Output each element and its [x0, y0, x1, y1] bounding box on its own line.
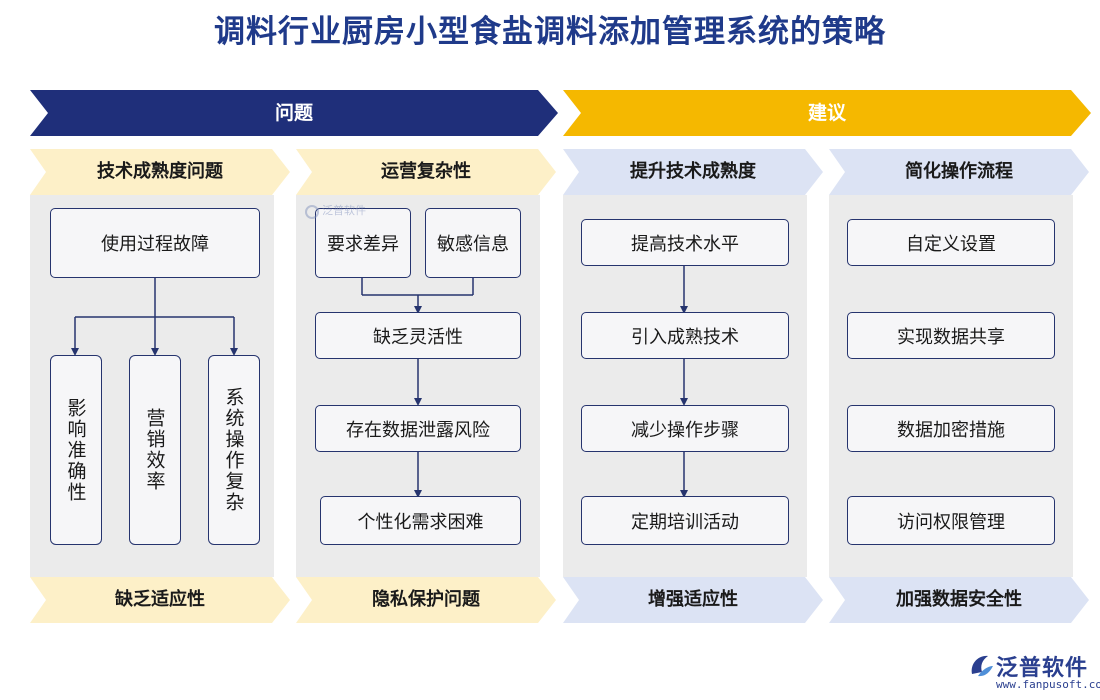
logo-name: 泛普软件 — [996, 656, 1089, 681]
column-footer-4: 加强数据安全性 — [829, 577, 1089, 623]
column-header-3-label: 提升技术成熟度 — [630, 161, 756, 182]
column-footer-2: 隐私保护问题 — [296, 577, 556, 623]
column-header-4: 简化操作流程 — [829, 149, 1089, 195]
watermark-name: 泛普软件 — [322, 204, 366, 217]
box-mature-tech: 引入成熟技术 — [581, 312, 789, 359]
column-header-1-label: 技术成熟度问题 — [97, 161, 223, 182]
box-marketing-efficiency-label: 营销效率 — [143, 408, 166, 492]
box-accuracy: 影响准确性 — [50, 355, 102, 545]
column-footer-3: 增强适应性 — [563, 577, 823, 623]
box-accuracy-label: 影响准确性 — [64, 397, 87, 503]
box-data-leak-risk: 存在数据泄露风险 — [315, 405, 521, 452]
fanpu-logo-icon — [971, 655, 993, 677]
box-usage-fault: 使用过程故障 — [50, 208, 260, 278]
box-personalization-difficulty: 个性化需求困难 — [320, 496, 521, 545]
column-header-2-label: 运营复杂性 — [381, 161, 471, 182]
box-lack-flexibility: 缺乏灵活性 — [315, 312, 521, 359]
column-footer-4-label: 加强数据安全性 — [896, 589, 1022, 610]
logo-url: www.fanpusoft.com — [996, 678, 1100, 691]
column-footer-3-label: 增强适应性 — [648, 589, 738, 610]
banner-suggestions: 建议 — [563, 90, 1091, 136]
box-improve-tech: 提高技术水平 — [581, 219, 789, 266]
banner-problems-label: 问题 — [274, 102, 313, 124]
column-footer-1-label: 缺乏适应性 — [115, 589, 205, 610]
column-header-2: 运营复杂性 — [296, 149, 556, 195]
page-title: 调料行业厨房小型食盐调料添加管理系统的策略 — [214, 14, 886, 50]
box-training: 定期培训活动 — [581, 496, 789, 545]
box-access-control: 访问权限管理 — [847, 496, 1055, 545]
box-requirement-diff: 要求差异 — [315, 208, 411, 278]
column-footer-2-label: 隐私保护问题 — [372, 589, 480, 610]
column-header-3: 提升技术成熟度 — [563, 149, 823, 195]
column-header-1: 技术成熟度问题 — [30, 149, 290, 195]
fanpu-watermark-icon — [305, 205, 319, 219]
box-sensitive-info: 敏感信息 — [425, 208, 521, 278]
box-reduce-steps: 减少操作步骤 — [581, 405, 789, 452]
box-data-sharing: 实现数据共享 — [847, 312, 1055, 359]
box-data-encryption: 数据加密措施 — [847, 405, 1055, 452]
watermark: 泛普软件 — [304, 202, 384, 226]
box-custom-settings: 自定义设置 — [847, 219, 1055, 266]
banner-problems: 问题 — [30, 90, 558, 136]
banner-suggestions-label: 建议 — [807, 102, 846, 124]
column-footer-1: 缺乏适应性 — [30, 577, 290, 623]
brand-logo: 泛普软件 www.fanpusoft.com — [968, 650, 1100, 696]
column-header-4-label: 简化操作流程 — [905, 161, 1013, 182]
box-system-complex-label: 系统操作复杂 — [222, 387, 245, 513]
box-system-complex: 系统操作复杂 — [208, 355, 260, 545]
box-marketing-efficiency: 营销效率 — [129, 355, 181, 545]
